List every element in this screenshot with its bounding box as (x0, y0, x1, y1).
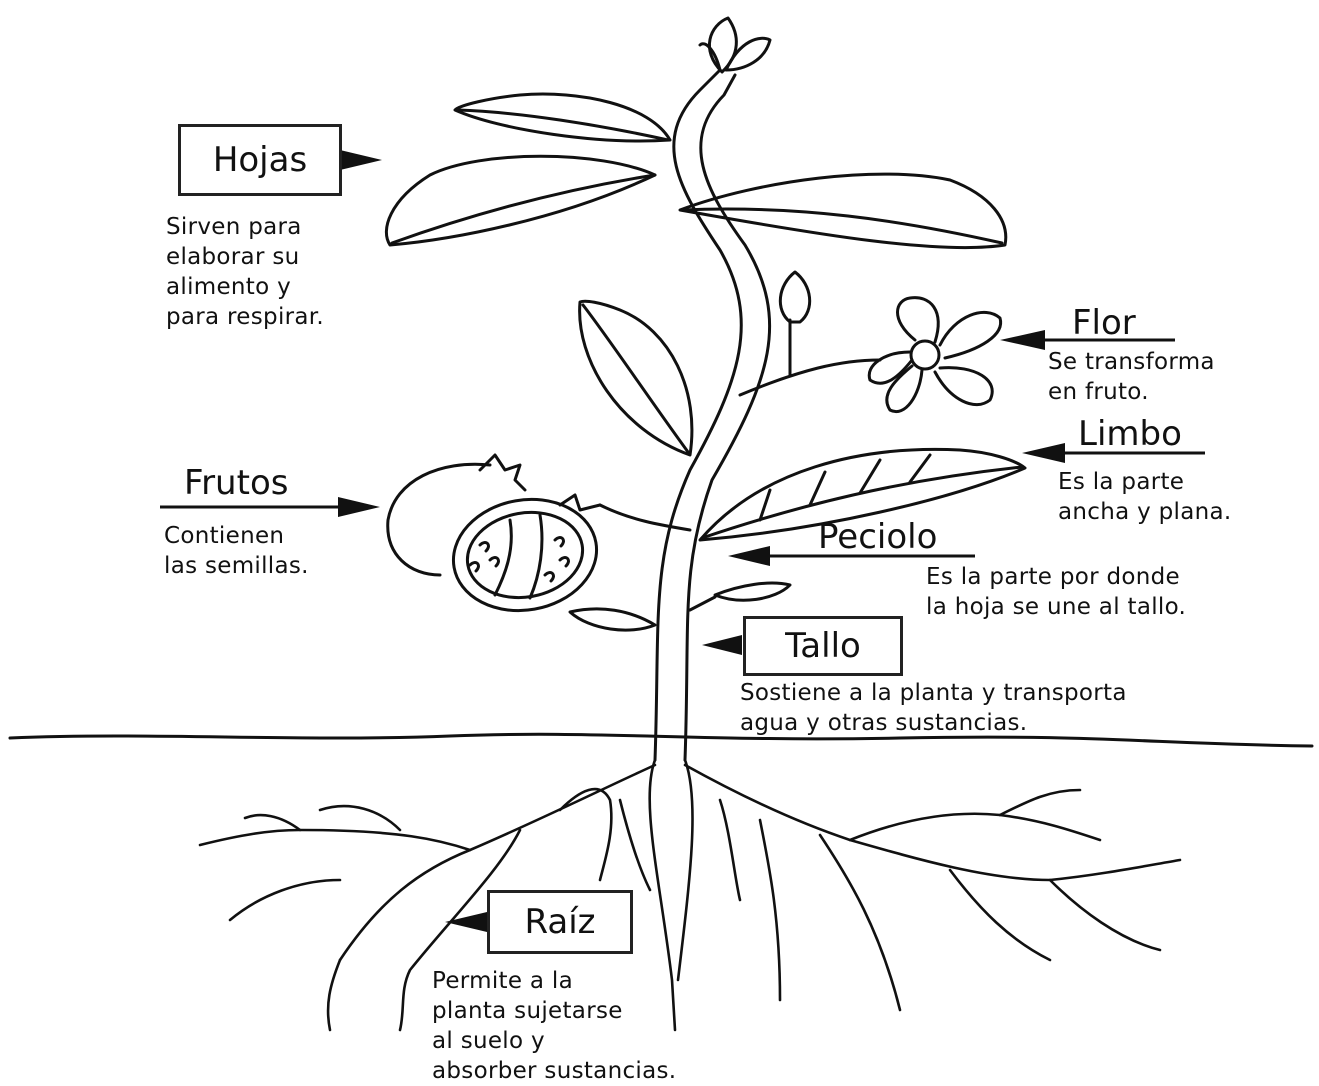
leaf-upper-right (678, 172, 1008, 250)
fruit-cut (451, 493, 602, 613)
label-raiz-title: Raíz (524, 902, 596, 942)
leaf-small-left (568, 607, 657, 632)
arrow-peciolo (728, 546, 975, 566)
leaf-upper-left (384, 154, 657, 247)
arrow-hojas (340, 150, 382, 170)
arrow-tallo (702, 635, 742, 655)
desc-tallo: Sostiene a la planta y transporta agua y… (740, 680, 1127, 736)
stem (653, 68, 743, 762)
arrow-frutos (160, 497, 380, 517)
desc-flor: Se transforma en fruto. (1048, 349, 1215, 405)
fruit-whole (386, 453, 527, 577)
top-bud (698, 16, 772, 74)
label-flor: Flor (1072, 303, 1136, 343)
leaf-small-right (688, 581, 792, 612)
arrow-flor (1000, 330, 1175, 350)
leaf-middle-left (578, 299, 694, 457)
label-tallo-title: Tallo (785, 626, 861, 666)
arrow-limbo (1022, 443, 1205, 463)
leaf-limbo (698, 447, 1027, 542)
label-frutos: Frutos (184, 463, 289, 503)
flower (738, 296, 1003, 414)
desc-frutos: Contienen las semillas. (164, 523, 309, 579)
arrow-raiz (445, 912, 487, 932)
label-peciolo: Peciolo (818, 517, 938, 557)
label-raiz: Raíz (487, 890, 633, 954)
desc-raiz: Permite a la planta sujetarse al suelo y… (432, 968, 677, 1084)
label-hojas-title: Hojas (212, 140, 308, 180)
flower-bud (778, 270, 812, 377)
desc-hojas: Sirven para elaborar su alimento y para … (166, 214, 325, 330)
label-hojas: Hojas (178, 124, 342, 196)
leaf-top-left (453, 92, 672, 143)
roots (198, 758, 1182, 1032)
desc-limbo: Es la parte ancha y plana. (1058, 469, 1232, 525)
desc-peciolo: Es la parte por donde la hoja se une al … (926, 564, 1187, 620)
label-tallo: Tallo (743, 616, 903, 676)
label-limbo: Limbo (1078, 414, 1182, 454)
